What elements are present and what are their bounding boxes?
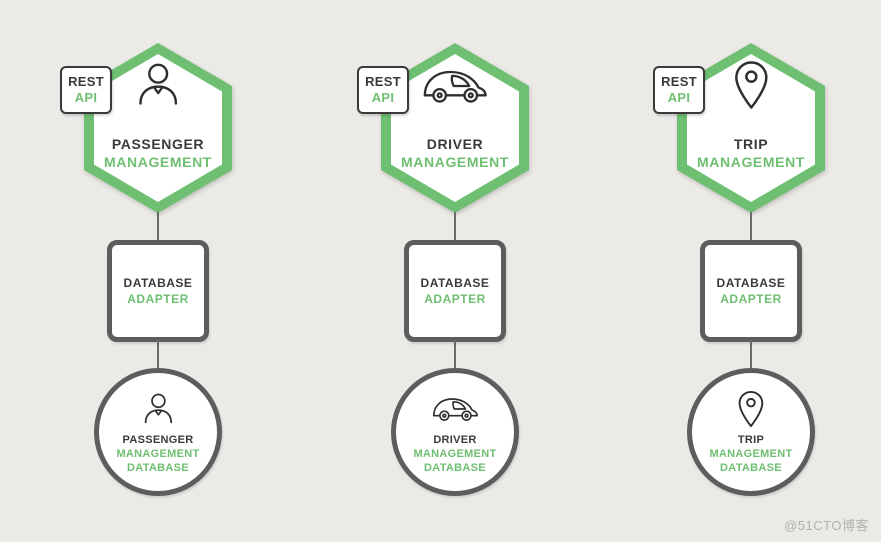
database-circle: TRIP MANAGEMENT DATABASE [687,368,815,496]
adapter-label-line1: DATABASE [123,276,193,290]
database-label-line1: TRIP [737,434,765,446]
passenger-icon [144,393,172,424]
database-icon-wrap [141,389,176,429]
column-trip: TRIP MANAGEMENT REST API DATABASE ADAPTE… [651,0,851,542]
service-name: DRIVER MANAGEMENT [355,135,555,171]
database-label-line3: DATABASE [424,462,486,474]
service-name-line1: DRIVER [426,136,484,152]
rest-api-badge: REST API [60,66,112,114]
service-name-line2: MANAGEMENT [104,154,212,170]
rest-label: REST [661,74,697,89]
service-icon-wrap [58,60,258,110]
hexagon-inner-shape [94,54,222,202]
database-circle: DRIVER MANAGEMENT DATABASE [391,368,519,496]
service-icon-wrap [355,60,555,107]
service-name: PASSENGER MANAGEMENT [58,135,258,171]
database-label-line1: DRIVER [433,434,477,446]
service-name-line2: MANAGEMENT [697,154,805,170]
database-adapter-box: DATABASE ADAPTER [107,240,209,342]
adapter-label-line1: DATABASE [420,276,490,290]
api-label: API [371,90,395,105]
connector-line [750,212,752,242]
rest-label: REST [365,74,401,89]
hexagon-inner-shape [687,54,815,202]
service-icon-wrap [651,60,851,110]
database-label-line3: DATABASE [720,462,782,474]
service-name-line2: MANAGEMENT [401,154,509,170]
rest-api-badge: REST API [357,66,409,114]
adapter-label-line2: ADAPTER [720,292,782,306]
adapter-label-line2: ADAPTER [127,292,189,306]
pin-icon [734,61,768,109]
watermark: @51CTO博客 [784,518,869,533]
database-label: PASSENGER MANAGEMENT DATABASE [116,433,199,475]
database-icon-wrap [431,389,480,429]
passenger-icon [139,63,177,105]
rest-label: REST [68,74,104,89]
database-label-line2: MANAGEMENT [413,448,497,460]
adapter-label-line2: ADAPTER [424,292,486,306]
service-name-line1: PASSENGER [111,136,205,152]
database-circle: PASSENGER MANAGEMENT DATABASE [94,368,222,496]
connector-line [454,212,456,242]
pin-icon [738,390,764,428]
column-driver: DRIVER MANAGEMENT REST API DATABASE ADAP… [355,0,555,542]
database-adapter-box: DATABASE ADAPTER [700,240,802,342]
service-hexagon [84,43,232,213]
database-label: TRIP MANAGEMENT DATABASE [709,433,792,475]
api-label: API [667,90,691,105]
database-label-line3: DATABASE [127,462,189,474]
database-label-line2: MANAGEMENT [709,448,793,460]
connector-line [157,212,159,242]
api-label: API [74,90,98,105]
adapter-label-line1: DATABASE [716,276,786,290]
connector-line [454,340,456,370]
service-name: TRIP MANAGEMENT [651,135,851,171]
database-label: DRIVER MANAGEMENT DATABASE [413,433,496,475]
database-label-line1: PASSENGER [122,434,194,446]
hexagon-inner-shape [391,54,519,202]
rest-api-badge: REST API [653,66,705,114]
service-hexagon [381,43,529,213]
database-icon-wrap [737,389,765,429]
database-label-line2: MANAGEMENT [116,448,200,460]
connector-line [157,340,159,370]
service-hexagon [677,43,825,213]
connector-line [750,340,752,370]
service-name-line1: TRIP [733,136,769,152]
database-adapter-box: DATABASE ADAPTER [404,240,506,342]
car-icon [423,70,487,103]
column-passenger: PASSENGER MANAGEMENT REST API DATABASE A… [58,0,258,542]
car-icon [432,398,478,421]
